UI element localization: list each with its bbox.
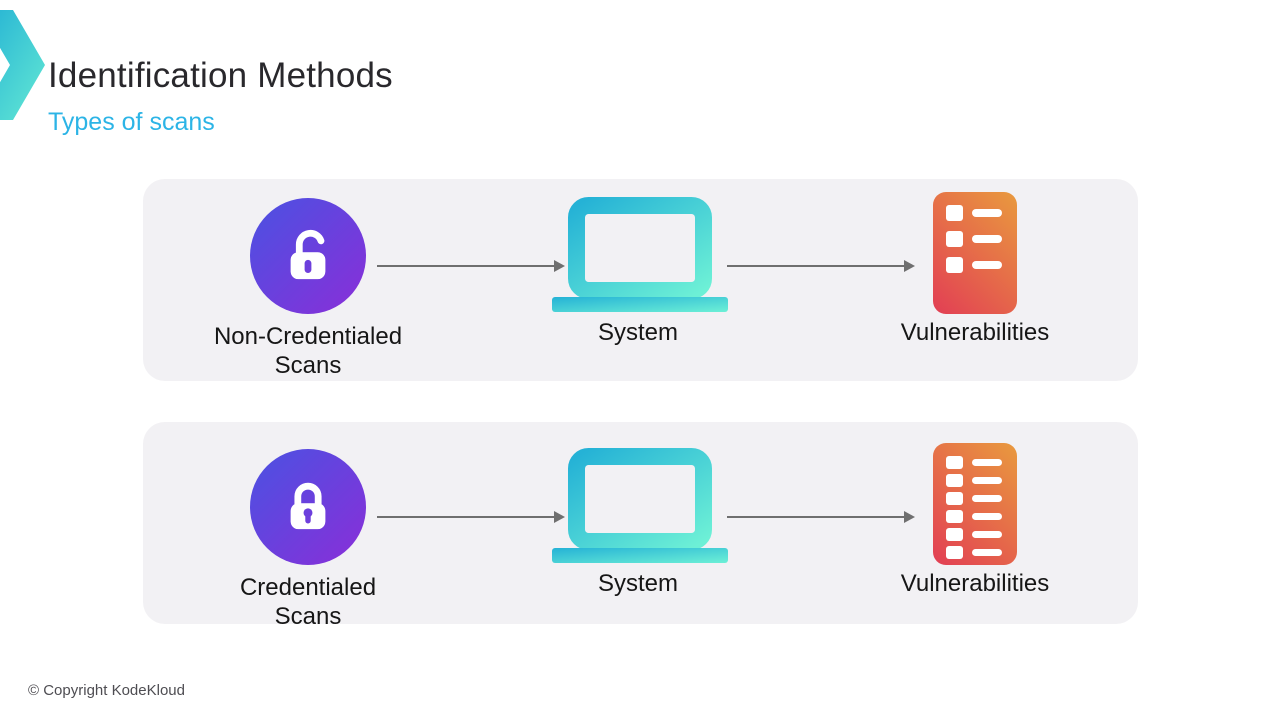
vulnerability-list-item: [946, 257, 1017, 273]
copyright-notice: © Copyright KodeKloud: [28, 682, 185, 699]
laptop-icon: [552, 197, 728, 312]
list-bullet: [946, 231, 963, 247]
vulnerability-list-item: [946, 492, 1017, 505]
system-node: [552, 448, 728, 564]
non-credentialed-scan-node: [250, 198, 366, 314]
list-bullet: [946, 492, 963, 505]
system-node: [552, 197, 728, 313]
list-line: [972, 235, 1002, 243]
vulnerability-list-item: [946, 205, 1017, 221]
laptop-icon: [552, 448, 728, 563]
list-bullet: [946, 456, 963, 469]
list-line: [972, 261, 1002, 269]
list-line: [972, 477, 1002, 484]
arrow-system-to-vulnerabilities: [727, 511, 915, 523]
list-bullet: [946, 546, 963, 559]
vulnerabilities-label: Vulnerabilities: [900, 570, 1050, 597]
list-line: [972, 531, 1002, 538]
system-label: System: [597, 319, 678, 346]
vulnerability-list-item: [946, 528, 1017, 541]
list-bullet: [946, 510, 963, 523]
credentialed-scan-node: [250, 449, 366, 565]
list-line: [972, 549, 1002, 556]
vulnerabilities-report-icon: [933, 443, 1017, 565]
vulnerability-list-item: [946, 546, 1017, 559]
list-line: [972, 459, 1002, 466]
vulnerabilities-label: Vulnerabilities: [900, 319, 1050, 346]
arrow-scan-to-system: [377, 511, 565, 523]
vulnerability-list-item: [946, 474, 1017, 487]
vulnerability-list-item: [946, 231, 1017, 247]
unlocked-padlock-icon: [290, 229, 326, 280]
non-credentialed-scans-label: Non-Credentialed Scans: [213, 323, 403, 379]
arrow-system-to-vulnerabilities: [727, 260, 915, 272]
list-bullet: [946, 205, 963, 221]
vulnerability-list-item: [946, 456, 1017, 469]
list-bullet: [946, 474, 963, 487]
list-bullet: [946, 257, 963, 273]
arrow-scan-to-system: [377, 260, 565, 272]
vulnerability-list-item: [946, 510, 1017, 523]
credentialed-scans-label: Credentialed Scans: [239, 574, 377, 630]
page-subtitle: Types of scans: [48, 108, 215, 136]
vulnerabilities-report-icon: [933, 192, 1017, 314]
list-line: [972, 209, 1002, 217]
page-title: Identification Methods: [48, 56, 393, 95]
list-bullet: [946, 528, 963, 541]
locked-padlock-icon: [290, 482, 326, 530]
kodekloud-chevron-logo-icon: [0, 10, 45, 120]
list-line: [972, 495, 1002, 502]
list-line: [972, 513, 1002, 520]
system-label: System: [597, 570, 678, 597]
